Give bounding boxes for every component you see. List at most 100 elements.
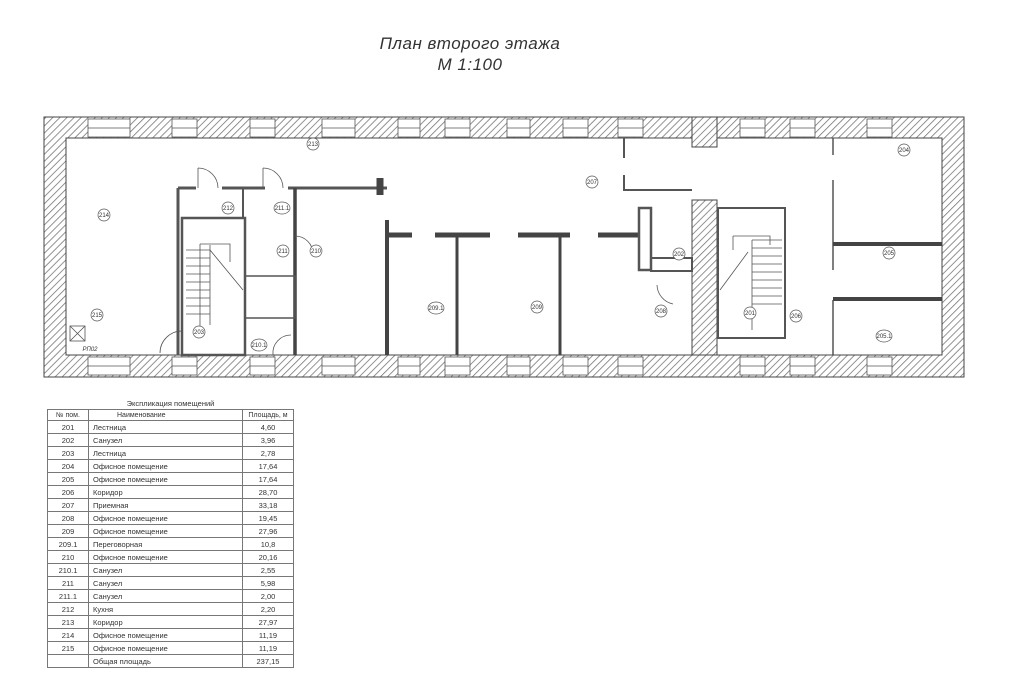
cell-a: 5,98 (242, 576, 294, 590)
cell-n: 215 (47, 641, 89, 655)
room-label: 204 (897, 143, 911, 157)
room-number: 212 (223, 206, 234, 212)
room-number: 205 (884, 251, 895, 257)
room-number: 204 (899, 148, 910, 154)
cell-nm: Коридор (88, 615, 243, 629)
cell-n: 210.1 (47, 563, 89, 577)
room-label-circle (306, 137, 320, 151)
cell-nm: Санузел (88, 433, 243, 447)
room-number: 201 (745, 311, 756, 317)
room-label: 211.1 (273, 201, 291, 215)
cell-nm: Офисное помещение (88, 641, 243, 655)
room-label: 205 (882, 246, 896, 260)
stairs (186, 235, 782, 330)
room-label-circle (427, 301, 445, 315)
cell-a: 20,16 (242, 550, 294, 564)
room-label: 210 (309, 244, 323, 258)
room-label-circle (585, 175, 599, 189)
cell-nm: Офисное помещение (88, 628, 243, 642)
room-label-circle (221, 201, 235, 215)
windows (87, 118, 893, 376)
cell-nm: Коридор (88, 485, 243, 499)
cell-a: 10,8 (242, 537, 294, 551)
room-label: 209 (530, 300, 544, 314)
room-label: 214 (97, 208, 111, 222)
cell-a: 27,97 (242, 615, 294, 629)
room-label-circle (789, 309, 803, 323)
cell-a: 27,96 (242, 524, 294, 538)
cell-n: 212 (47, 602, 89, 616)
cell-nm: Санузел (88, 589, 243, 603)
room-label-circle (882, 246, 896, 260)
cell-n: 209.1 (47, 537, 89, 551)
explication-table: Экспликация помещений № пом. Наименовани… (47, 398, 294, 668)
cell-n: 211 (47, 576, 89, 590)
cell-n: 204 (47, 459, 89, 473)
cell-a: 4,60 (242, 420, 294, 434)
room-label: 205.1 (875, 329, 893, 343)
table-header: № пом. Наименование Площадь, м (47, 409, 294, 421)
room-label: 211 (276, 244, 290, 258)
cell-n: 213 (47, 615, 89, 629)
cell-a: 33,18 (242, 498, 294, 512)
room-number: 213 (308, 142, 319, 148)
room-label-circle (192, 325, 206, 339)
cell-a: 17,64 (242, 472, 294, 486)
room-label-circle (250, 338, 268, 352)
cell-a: 11,19 (242, 628, 294, 642)
header-area: Площадь, м (242, 409, 294, 421)
cell-nm: Офисное помещение (88, 459, 243, 473)
room-label: 212 (221, 201, 235, 215)
cell-nm: Лестница (88, 420, 243, 434)
electrical-panel: РП02 (69, 325, 98, 353)
cell-n: 205 (47, 472, 89, 486)
room-number: 211 (278, 249, 288, 255)
room-label-circle (897, 143, 911, 157)
room-label-circle (672, 247, 686, 261)
cell-a: 237,15 (242, 654, 294, 668)
room-number: 205.1 (876, 334, 892, 340)
room-label-circle (309, 244, 323, 258)
room-label-circle (654, 304, 668, 318)
cell-nm: Офисное помещение (88, 511, 243, 525)
cell-nm: Лестница (88, 446, 243, 460)
room-number: 210.1 (251, 343, 267, 349)
header-num: № пом. (47, 409, 89, 421)
room-label: 206 (789, 309, 803, 323)
plan-title: План второго этажа (379, 34, 561, 53)
room-number: 202 (674, 252, 685, 258)
room-number: 206 (791, 314, 802, 320)
room-number: 211.1 (275, 206, 290, 212)
room-number: 215 (92, 313, 103, 319)
room-label: 213 (306, 137, 320, 151)
room-label: 201 (743, 306, 757, 320)
cell-a: 17,64 (242, 459, 294, 473)
cell-nm: Приемная (88, 498, 243, 512)
doors (159, 167, 674, 356)
cell-nm: Общая площадь (88, 654, 243, 668)
room-label-circle (530, 300, 544, 314)
cell-nm: Офисное помещение (88, 524, 243, 538)
cell-n: 201 (47, 420, 89, 434)
room-label: 208 (654, 304, 668, 318)
cell-nm: Офисное помещение (88, 550, 243, 564)
room-number: 207 (587, 180, 598, 186)
panel-label: РП02 (82, 347, 98, 353)
room-label-circle (90, 308, 104, 322)
cell-a: 11,19 (242, 641, 294, 655)
room-number: 208 (656, 309, 667, 315)
room-label: 215 (90, 308, 104, 322)
cell-nm: Кухня (88, 602, 243, 616)
room-label-circle (97, 208, 111, 222)
